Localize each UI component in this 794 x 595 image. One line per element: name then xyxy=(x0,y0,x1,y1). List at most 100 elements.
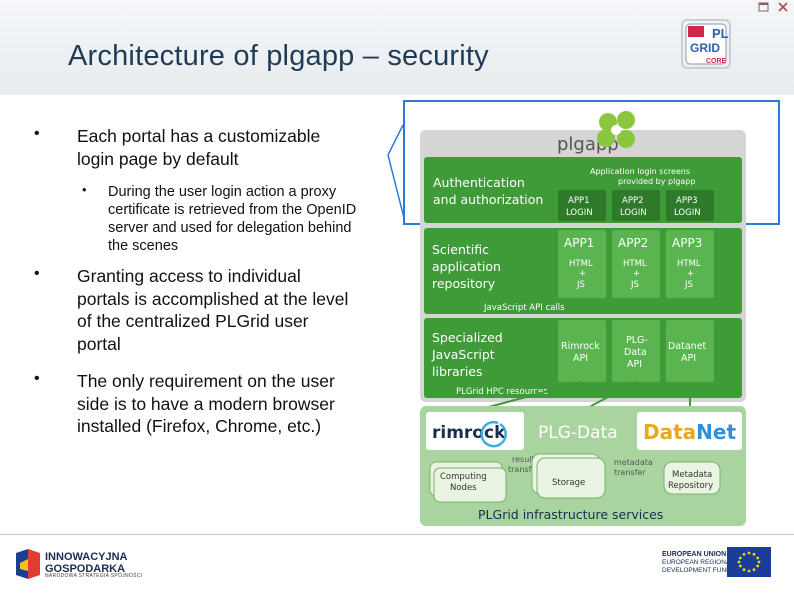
app-tech: HTML xyxy=(677,259,701,269)
rimrock-api-box xyxy=(558,320,606,382)
datanet-service-label: DataNet xyxy=(643,420,736,444)
restore-window-icon[interactable] xyxy=(757,0,771,14)
close-window-icon[interactable] xyxy=(776,0,790,14)
metadata-repository-cylinder xyxy=(663,461,721,495)
rimrock-swirl-icon xyxy=(480,420,507,448)
pointer-line xyxy=(387,154,405,219)
computing-nodes-label: Nodes xyxy=(450,483,477,493)
bullet-line: portals is accomplished at the level xyxy=(77,288,349,309)
bullet-line: server and used for delegation behind xyxy=(108,220,352,236)
app1-login-box xyxy=(558,190,606,221)
app1-box xyxy=(558,230,606,298)
storage-label: Storage xyxy=(552,478,585,488)
eu-text-line: EUROPEAN UNION xyxy=(662,551,727,558)
api-label: Rimrock xyxy=(561,341,600,352)
metadata-repository-label: Metadata xyxy=(672,470,712,480)
app3-box xyxy=(666,230,714,298)
api-label: PLG- xyxy=(626,335,648,346)
api-label: API xyxy=(681,353,696,364)
result-transfer-label: result xyxy=(512,455,535,464)
bullet-line: login page by default xyxy=(77,148,239,169)
login-box-label: LOGIN xyxy=(566,208,593,218)
app2-box xyxy=(612,230,660,298)
auth-label: and authorization xyxy=(433,192,543,207)
plgdata-service-box xyxy=(528,412,633,450)
subbullet-proxy-certificate: During the user login action a proxy cer… xyxy=(108,183,356,255)
app-tech: HTML xyxy=(569,259,593,269)
libraries-label: Specialized xyxy=(432,330,503,345)
libraries-label: JavaScript xyxy=(431,347,495,362)
app3-login-box xyxy=(666,190,714,221)
bullet-portal-login: Each portal has a customizable login pag… xyxy=(77,125,320,170)
login-note: Application login screens xyxy=(590,167,690,176)
logo-pl-text: PL xyxy=(712,26,729,41)
app-tech: + xyxy=(633,269,640,279)
api-label: API xyxy=(627,359,642,370)
ig-title-line: GOSPODARKA xyxy=(45,562,126,575)
clover-icon xyxy=(597,111,635,148)
infrastructure-label: PLGrid infrastructure services xyxy=(478,507,663,522)
computing-nodes-label: Computing xyxy=(440,472,487,482)
login-box-label: LOGIN xyxy=(674,208,701,218)
libraries-label: libraries xyxy=(432,364,483,379)
logo-grid-text: GRID xyxy=(690,41,720,55)
bullet-line: The only requirement on the user xyxy=(77,371,335,391)
eu-text-line: EUROPEAN REGIONAL xyxy=(662,559,734,566)
auth-label: Authentication xyxy=(433,175,525,190)
bullet-browser-requirement: The only requirement on the user side is… xyxy=(77,370,335,438)
plgdata-service-label: PLG-Data xyxy=(538,423,618,443)
bullet-line: During the user login action a proxy xyxy=(108,184,337,200)
app2-login-box xyxy=(612,190,660,221)
metadata-transfer-label: metadata xyxy=(614,458,653,467)
login-box-label: APP3 xyxy=(676,196,697,206)
login-box-label: APP2 xyxy=(622,196,643,206)
bullet-dot: • xyxy=(34,265,40,282)
rimrock-service-box xyxy=(426,412,524,450)
hpc-label: PLGrid HPC resources xyxy=(456,387,548,397)
app-tech: JS xyxy=(684,280,693,290)
result-transfer-label: transfer xyxy=(508,465,540,474)
header-band xyxy=(0,0,794,95)
bullet-line: the scenes xyxy=(108,238,179,254)
api-label: Data xyxy=(624,347,647,358)
metadata-transfer-label: transfer xyxy=(614,468,646,477)
plgdata-api-box xyxy=(612,320,660,382)
login-note: provided by plgapp xyxy=(618,177,695,186)
pointer-line xyxy=(387,124,404,156)
app-tech: JS xyxy=(630,280,639,290)
rimrock-service-label: rimrock xyxy=(432,423,506,443)
footer-divider xyxy=(0,534,794,535)
innovative-economy-subtitle: NARODOWA STRATEGIA SPÓJNOŚCI xyxy=(45,573,143,579)
repository-label: repository xyxy=(432,276,496,291)
bullet-dot: • xyxy=(34,370,40,387)
slide-title: Architecture of plgapp – security xyxy=(68,40,489,72)
bullet-line: installed (Firefox, Chrome, etc.) xyxy=(77,416,322,436)
bullet-line: of the centralized PLGrid user xyxy=(77,311,309,331)
bullet-dot: • xyxy=(82,182,87,197)
login-box-label: LOGIN xyxy=(620,208,647,218)
eu-fund-text: EUROPEAN UNION EUROPEAN REGIONAL DEVELOP… xyxy=(662,551,734,575)
login-box-label: APP1 xyxy=(568,196,589,206)
innovative-economy-logo xyxy=(16,549,40,579)
app-tech: + xyxy=(579,269,586,279)
metadata-repository-label: Repository xyxy=(668,481,713,491)
datanet-service-box xyxy=(637,412,742,450)
app-name: APP3 xyxy=(672,236,702,250)
js-calls-label: JavaScript API calls xyxy=(483,303,565,313)
eu-flag-icon xyxy=(727,547,771,577)
logo-core-text: CORE xyxy=(706,58,727,65)
app-tech: + xyxy=(687,269,694,279)
api-label: Datanet xyxy=(668,341,707,352)
plgrid-core-logo: PL GRID CORE xyxy=(681,19,731,69)
app-name: APP2 xyxy=(618,236,648,250)
bullet-line: side is to have a modern browser xyxy=(77,393,335,414)
app-tech: HTML xyxy=(623,259,647,269)
app-name: APP1 xyxy=(564,236,594,250)
bullet-dot: • xyxy=(34,125,40,142)
bullet-line: certificate is retrieved from the OpenID xyxy=(108,202,357,218)
bullet-line: Each portal has a customizable xyxy=(77,126,321,146)
bullet-granting-access: Granting access to individual portals is… xyxy=(77,265,348,355)
app-tech: JS xyxy=(576,280,585,290)
api-label: API xyxy=(573,353,588,364)
